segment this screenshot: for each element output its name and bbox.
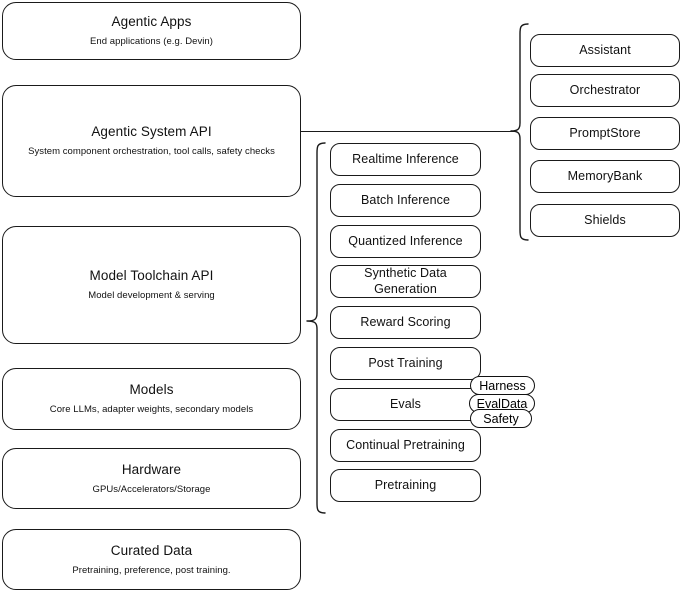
component-box-assistant[interactable]: Assistant [530, 34, 680, 67]
connector-line-system-api [301, 131, 516, 132]
layer-subtitle: Core LLMs, adapter weights, secondary mo… [49, 404, 254, 415]
layer-title: Hardware [121, 461, 182, 477]
brace-toolchain-capabilities [306, 142, 326, 514]
component-box-memorybank[interactable]: MemoryBank [530, 160, 680, 193]
capability-box-pretraining[interactable]: Pretraining [330, 469, 481, 502]
layer-title: Agentic System API [91, 124, 212, 140]
layer-box-agentic-system-api[interactable]: Agentic System API System component orch… [2, 85, 301, 197]
capability-label: Continual Pretraining [346, 437, 465, 452]
capability-box-continual-pretraining[interactable]: Continual Pretraining [330, 429, 481, 462]
capability-label: Reward Scoring [360, 314, 451, 329]
capability-box-reward-scoring[interactable]: Reward Scoring [330, 306, 481, 339]
layer-box-hardware[interactable]: Hardware GPUs/Accelerators/Storage [2, 448, 301, 509]
component-label: Shields [584, 212, 626, 227]
eval-tag-label: EvalData [476, 396, 528, 411]
component-label: MemoryBank [567, 168, 643, 183]
capability-box-evals[interactable]: Evals [330, 388, 481, 421]
capability-box-post-training[interactable]: Post Training [330, 347, 481, 380]
layer-subtitle: End applications (e.g. Devin) [90, 36, 213, 47]
eval-tag-harness[interactable]: Harness [470, 376, 535, 395]
layer-subtitle: GPUs/Accelerators/Storage [92, 483, 211, 495]
component-box-shields[interactable]: Shields [530, 204, 680, 237]
layer-subtitle: Pretraining, preference, post training. [72, 564, 231, 576]
capability-box-batch-inference[interactable]: Batch Inference [330, 184, 481, 217]
component-label: Orchestrator [569, 82, 641, 97]
layer-title: Models [129, 382, 174, 398]
capability-label: Post Training [368, 355, 443, 370]
eval-tag-label: Harness [479, 378, 526, 393]
layer-box-model-toolchain-api[interactable]: Model Toolchain API Model development & … [2, 226, 301, 344]
capability-label: Pretraining [374, 477, 437, 492]
eval-tag-safety[interactable]: Safety [470, 409, 532, 428]
brace-system-components [510, 23, 529, 241]
component-box-promptstore[interactable]: PromptStore [530, 117, 680, 150]
layer-title: Model Toolchain API [89, 268, 214, 284]
capability-label: Evals [389, 396, 422, 411]
layer-subtitle: Model development & serving [88, 290, 215, 301]
layer-box-curated-data[interactable]: Curated Data Pretraining, preference, po… [2, 529, 301, 590]
layer-title: Agentic Apps [111, 14, 192, 30]
layer-box-agentic-apps[interactable]: Agentic Apps End applications (e.g. Devi… [2, 2, 301, 60]
capability-label: Synthetic Data Generation [364, 265, 447, 296]
layer-subtitle: System component orchestration, tool cal… [28, 146, 275, 157]
component-box-orchestrator[interactable]: Orchestrator [530, 74, 680, 107]
layer-title: Curated Data [110, 542, 193, 558]
capability-label: Quantized Inference [348, 233, 463, 248]
capability-box-quantized-inference[interactable]: Quantized Inference [330, 225, 481, 258]
capability-box-synthetic-data-generation[interactable]: Synthetic Data Generation [330, 265, 481, 298]
component-label: PromptStore [569, 125, 641, 140]
component-label: Assistant [579, 42, 631, 57]
capability-label: Realtime Inference [352, 151, 459, 166]
layer-box-models[interactable]: Models Core LLMs, adapter weights, secon… [2, 368, 301, 430]
capability-label: Batch Inference [360, 192, 451, 207]
capability-box-realtime-inference[interactable]: Realtime Inference [330, 143, 481, 176]
eval-tag-label: Safety [483, 411, 519, 426]
